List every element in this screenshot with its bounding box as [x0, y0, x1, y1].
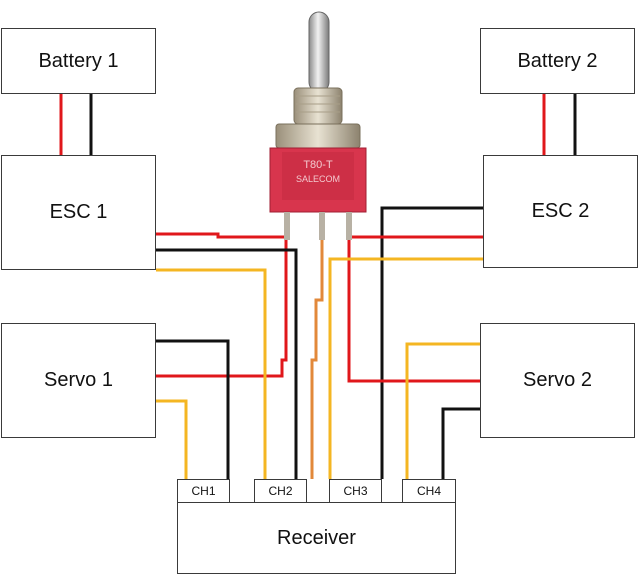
switch-nut — [275, 123, 361, 149]
receiver-box: Receiver — [177, 502, 456, 574]
servo2-black-wire — [441, 407, 483, 479]
switch-label-line2: SALECOM — [296, 174, 340, 184]
channel-ch4-label: CH4 — [416, 484, 441, 498]
battery1-box: Battery 1 — [1, 28, 156, 94]
toggle-switch: T80-T SALECOM — [269, 11, 367, 240]
channel-ch2: CH2 — [254, 479, 307, 503]
esc2-black-wire — [380, 206, 483, 479]
switch-collar — [293, 87, 343, 125]
esc1-black-wire — [156, 248, 298, 479]
esc2-label: ESC 2 — [531, 200, 590, 222]
battery2-box: Battery 2 — [480, 28, 635, 94]
servo1-label: Servo 1 — [44, 369, 113, 391]
esc2-yellow-wire — [328, 257, 483, 479]
esc2-box: ESC 2 — [483, 155, 638, 268]
channel-ch4: CH4 — [402, 479, 456, 503]
servo2-label: Servo 2 — [523, 369, 592, 391]
servo1-box: Servo 1 — [1, 323, 156, 438]
esc1-box: ESC 1 — [1, 155, 156, 270]
servo1-black-wire — [156, 339, 230, 479]
battery2-label: Battery 2 — [517, 49, 598, 72]
switch-lever — [308, 11, 330, 93]
switch-label-line1: T80-T — [303, 159, 333, 171]
channel-ch2-label: CH2 — [268, 484, 293, 498]
switch-terminal-right — [346, 212, 352, 240]
esc1-red-wire — [156, 232, 288, 378]
servo1-yellow-wire — [156, 399, 188, 479]
esc1-yellow-wire — [156, 268, 267, 479]
esc1-label: ESC 1 — [49, 201, 108, 223]
switch-signal-wire — [310, 238, 324, 479]
channel-ch1: CH1 — [177, 479, 230, 503]
channel-ch3: CH3 — [329, 479, 382, 503]
switch-terminal-left — [284, 212, 290, 240]
battery1-label: Battery 1 — [38, 49, 119, 72]
esc2-red-wire — [347, 235, 483, 383]
switch-terminal-center — [319, 212, 325, 240]
receiver-label: Receiver — [277, 526, 356, 549]
channel-ch1-label: CH1 — [191, 484, 216, 498]
servo2-yellow-wire — [405, 342, 483, 479]
servo2-box: Servo 2 — [480, 323, 635, 438]
channel-ch3-label: CH3 — [343, 484, 368, 498]
